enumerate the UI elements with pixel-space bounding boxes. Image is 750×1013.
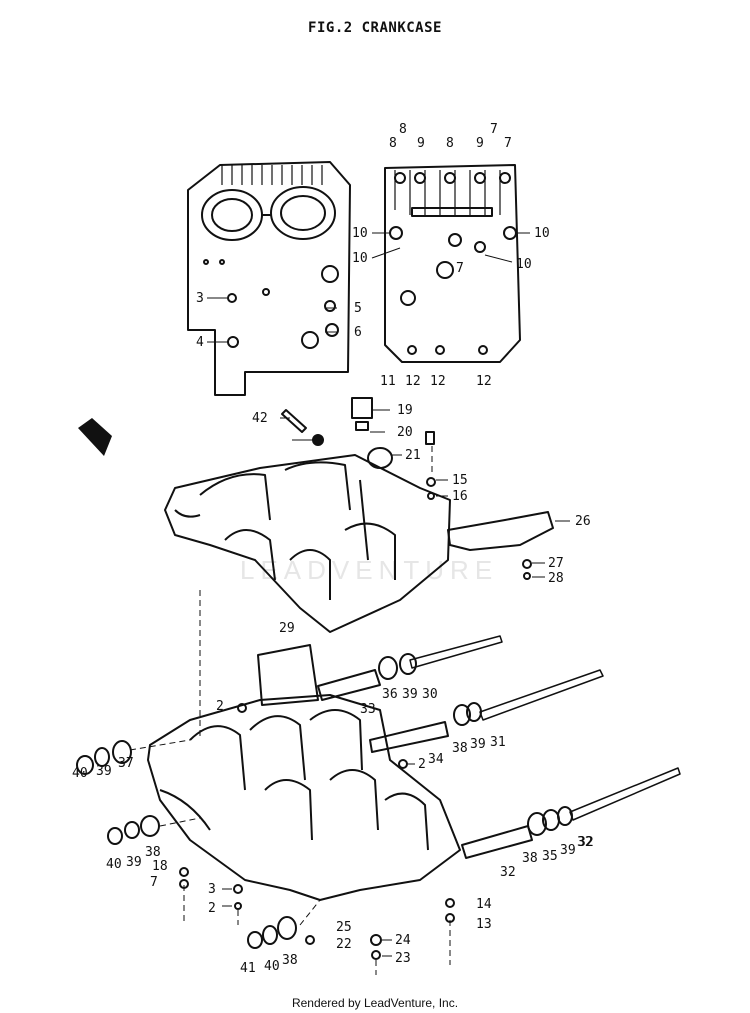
callout: 21 [405, 448, 421, 463]
callout: 2 [418, 757, 426, 772]
callout: 41 [240, 961, 256, 976]
callout-labels: 8 8 9 8 9 7 7 10 10 10 10 7 11 12 12 12 … [72, 122, 594, 976]
callout: 19 [397, 403, 413, 418]
callout: 38 [282, 953, 298, 968]
callout: 15 [452, 473, 468, 488]
callout: 11 [380, 374, 396, 389]
callout: 7 [490, 122, 498, 137]
callout: 32 [500, 865, 516, 880]
callout: 3 [196, 291, 204, 306]
callout: 31 [490, 735, 506, 750]
callout: 6 [354, 325, 362, 340]
callout: 33 [360, 702, 376, 717]
callout: 20 [397, 425, 413, 440]
callout: 39 [470, 737, 486, 752]
shafts [317, 635, 681, 859]
callout: 14 [476, 897, 492, 912]
callout: 12 [476, 374, 492, 389]
callout: 38 [145, 845, 161, 860]
callout: 8 [399, 122, 407, 137]
callout: 37 [118, 756, 134, 771]
lower-crankcase [147, 694, 461, 901]
callout: 39 [96, 764, 112, 779]
callout: 12 [430, 374, 446, 389]
leader-lines [207, 232, 570, 957]
callout: 10 [352, 251, 368, 266]
callout: 26 [575, 514, 591, 529]
callout: 9 [417, 136, 425, 151]
footer-credit: Rendered by LeadVenture, Inc. [291, 996, 459, 1010]
crankcase-top-face [384, 164, 521, 363]
callout: 32 [577, 835, 593, 850]
callout: 40 [106, 857, 122, 872]
callout: 34 [428, 752, 444, 767]
baffle-plate [257, 644, 319, 706]
callout: 29 [279, 621, 295, 636]
fittings [179, 397, 532, 960]
callout: 16 [452, 489, 468, 504]
callout: 3 [208, 882, 216, 897]
callout: 9 [476, 136, 484, 151]
callout: 40 [264, 959, 280, 974]
upper-crankcase [164, 454, 451, 633]
callout: 36 [382, 687, 398, 702]
watermark: LEADVENTURE [240, 555, 499, 585]
callout: 7 [456, 261, 464, 276]
callout: 13 [476, 917, 492, 932]
callout: 10 [516, 257, 532, 272]
bearings [76, 653, 573, 949]
callout: 25 [336, 920, 352, 935]
callout: 30 [422, 687, 438, 702]
breather-cover [447, 511, 554, 551]
cylinder-head-face [187, 161, 351, 396]
callout: 39 [560, 843, 576, 858]
callout: 35 [542, 849, 558, 864]
callout: 39 [126, 855, 142, 870]
callout: 12 [405, 374, 421, 389]
callout: 10 [352, 226, 368, 241]
callout: 24 [395, 933, 411, 948]
callout: 27 [548, 556, 564, 571]
callout: 2 [216, 699, 224, 714]
callout: 2 [208, 901, 216, 916]
callout: 8 [446, 136, 454, 151]
callout: 23 [395, 951, 411, 966]
figure-title: FIG.2 CRANKCASE [308, 20, 442, 36]
callout: 7 [504, 136, 512, 151]
callout: 39 [402, 687, 418, 702]
callout: 5 [354, 301, 362, 316]
callout: 18 [152, 859, 168, 874]
alignment-lines [129, 446, 451, 975]
front-arrow-icon [78, 418, 112, 456]
callout: 38 [452, 741, 468, 756]
callout: 7 [150, 875, 158, 890]
callout: 8 [389, 136, 397, 151]
callout: 38 [522, 851, 538, 866]
callout: 40 [72, 766, 88, 781]
callout: 32 [578, 835, 594, 850]
callout: 42 [252, 411, 268, 426]
callout: 10 [534, 226, 550, 241]
callout: 28 [548, 571, 564, 586]
callout: 22 [336, 937, 352, 952]
callout: 4 [196, 335, 204, 350]
